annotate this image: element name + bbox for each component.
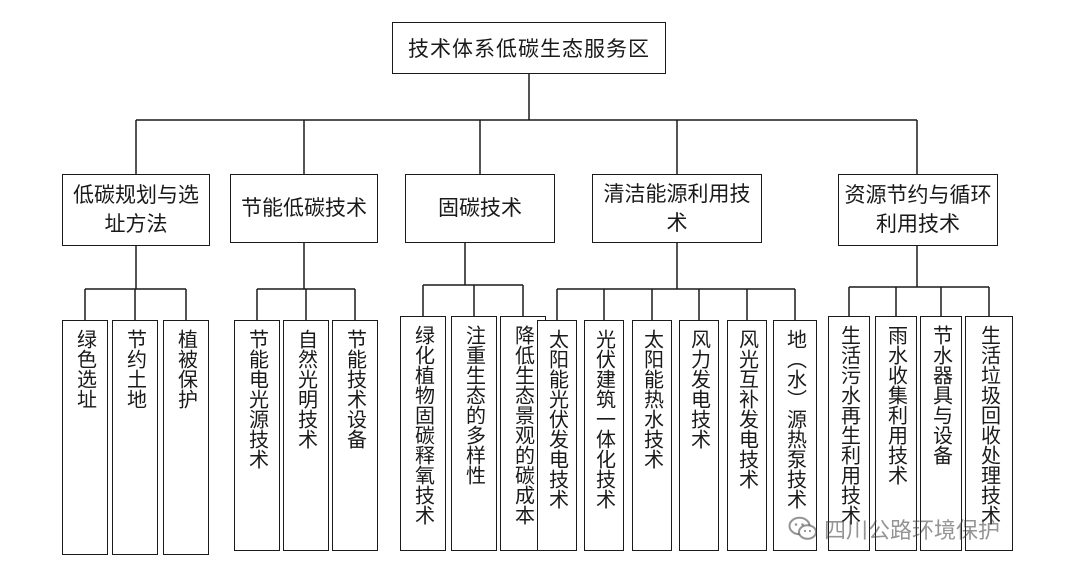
leaf-green-site: 绿色选址 <box>62 320 108 555</box>
leaf-solar-pv: 太阳能光伏发电技术 <box>537 320 577 551</box>
category-resource-recycling: 资源节约与循环利用技术 <box>838 174 998 246</box>
leaf-natural-light: 自然光明技术 <box>283 320 329 551</box>
root-node: 技术体系低碳生态服务区 <box>392 22 666 74</box>
leaf-garbage-recycling: 生活垃圾回收处理技术 <box>965 316 1013 551</box>
leaf-wastewater-reuse: 生活污水再生利用技术 <box>828 316 870 551</box>
category-clean-energy: 清洁能源利用技术 <box>592 174 762 243</box>
category-carbon-fixation: 固碳技术 <box>405 174 555 243</box>
leaf-energy-equipment: 节能技术设备 <box>332 320 378 551</box>
category-energy-saving: 节能低碳技术 <box>230 174 378 243</box>
leaf-green-plants: 绿化植物固碳释氧技术 <box>400 316 446 551</box>
leaf-water-fixtures: 节水器具与设备 <box>920 316 962 551</box>
leaf-lighting: 节能电光源技术 <box>234 320 280 551</box>
leaf-solar-water: 太阳能热水技术 <box>632 320 672 551</box>
category-low-carbon-planning: 低碳规划与选址方法 <box>62 174 210 246</box>
leaf-bipv: 光伏建筑一体化技术 <box>584 320 624 551</box>
leaf-rainwater: 雨水收集利用技术 <box>875 316 917 551</box>
leaf-wind-power: 风力发电技术 <box>679 320 719 551</box>
root-label: 技术体系低碳生态服务区 <box>408 37 650 61</box>
leaf-vegetation: 植被保护 <box>163 320 209 555</box>
leaf-heat-pump: 地（水）源热泵技术 <box>773 320 817 551</box>
leaf-wind-solar-hybrid: 风光互补发电技术 <box>727 320 767 551</box>
leaf-save-land: 节约土地 <box>112 320 158 555</box>
leaf-biodiversity: 注重生态的多样性 <box>451 316 497 551</box>
